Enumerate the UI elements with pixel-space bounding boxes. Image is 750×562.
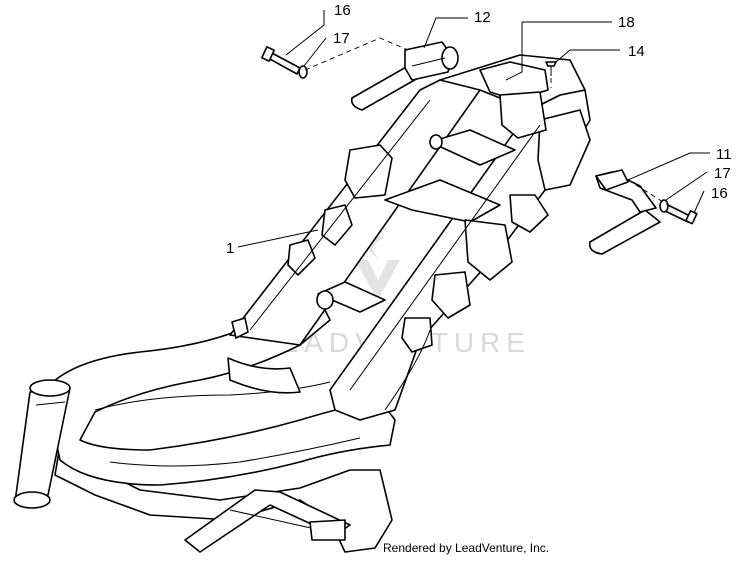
part-11-right-footrest[interactable] [588, 169, 661, 255]
part-14-screw[interactable] [545, 61, 557, 76]
callout-12: 12 [474, 9, 491, 26]
callout-18: 18 [618, 14, 635, 31]
callout-16-left: 16 [334, 2, 351, 19]
part-12-left-footrest[interactable] [350, 41, 459, 111]
render-credit: Rendered by LeadVenture, Inc. [383, 541, 550, 555]
leader-lines [237, 10, 710, 248]
callout-17-left: 17 [333, 30, 350, 47]
steering-head-tube [13, 379, 71, 509]
callout-16-right: 16 [711, 185, 728, 202]
assembly-line-left [304, 37, 409, 71]
part-16-bolt-left[interactable] [261, 46, 301, 75]
callouts: 16 17 12 18 14 11 17 16 1 [226, 2, 732, 257]
frame-assembly[interactable] [13, 54, 591, 553]
callout-1: 1 [226, 240, 234, 257]
callout-17-right: 17 [714, 165, 731, 182]
part-16-bolt-right[interactable] [664, 204, 698, 225]
callout-11: 11 [716, 146, 732, 163]
part-17-washer-right[interactable] [659, 199, 669, 213]
part-17-washer-left[interactable] [298, 65, 308, 79]
center-stand [184, 489, 351, 553]
callout-14: 14 [628, 43, 645, 60]
assembly-line-right [627, 179, 669, 206]
